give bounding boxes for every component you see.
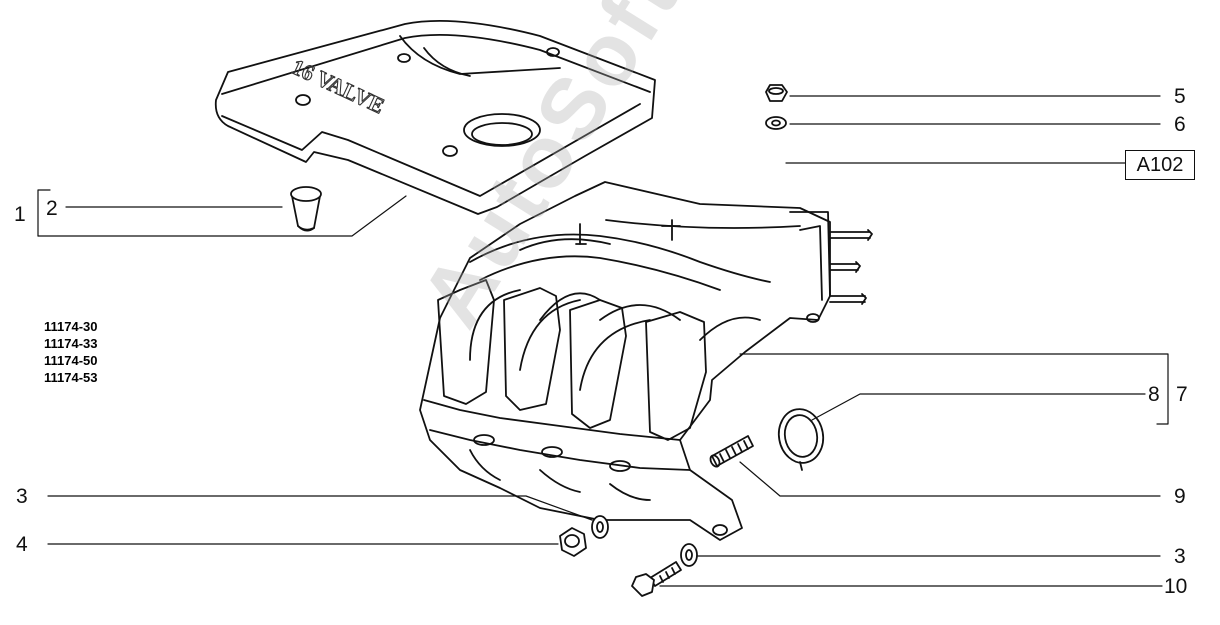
- part-code: 11174-53: [44, 370, 98, 385]
- part-codes: 11174-30 11174-33 11174-50 11174-53: [44, 318, 98, 386]
- intake-manifold: [419, 181, 873, 541]
- part-code: 11174-30: [44, 319, 98, 334]
- part-code: 11174-50: [44, 353, 98, 368]
- part-code: 11174-33: [44, 336, 98, 351]
- callout-5: 5: [1174, 85, 1186, 108]
- nut-top: [765, 84, 788, 102]
- leader-lines: [37, 95, 1169, 587]
- callout-6: 6: [1174, 113, 1186, 136]
- gasket-ring: [777, 408, 825, 471]
- nut-bottom: [559, 527, 587, 557]
- cap: [290, 186, 322, 232]
- washer-top: [765, 116, 787, 130]
- callout-1: 1: [14, 203, 26, 226]
- callout-7: 7: [1176, 383, 1188, 406]
- callout-8: 8: [1148, 383, 1160, 406]
- stud: [709, 435, 754, 468]
- callout-10: 10: [1164, 575, 1188, 598]
- washer-right: [680, 543, 698, 567]
- bolt: [631, 561, 682, 597]
- washer-left: [591, 515, 609, 539]
- callout-4: 4: [16, 533, 28, 556]
- callout-2: 2: [46, 197, 58, 220]
- callout-3-right: 3: [1174, 545, 1186, 568]
- reference-box: A102: [1125, 150, 1195, 180]
- engine-cover: 16 VALVE: [214, 19, 656, 215]
- callout-9: 9: [1174, 485, 1186, 508]
- callout-3-left: 3: [16, 485, 28, 508]
